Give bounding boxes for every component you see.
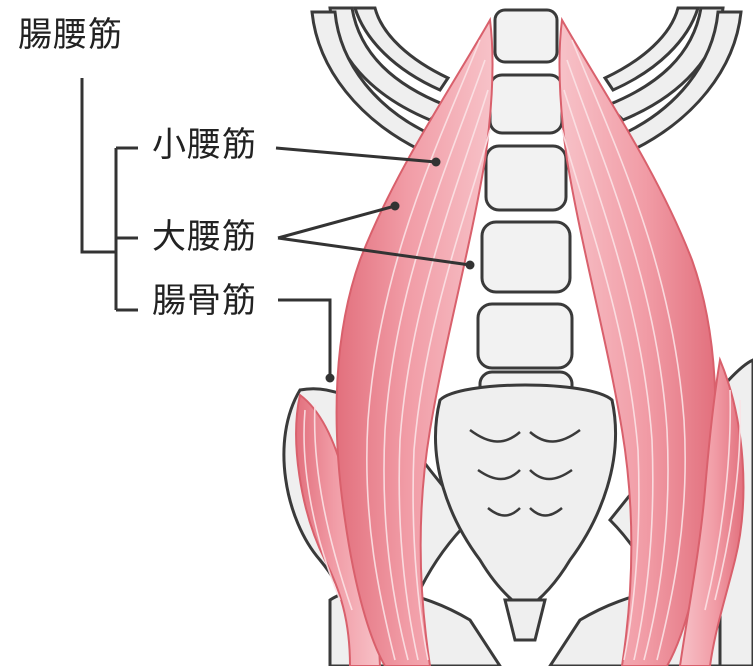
vertebra-l1 (490, 75, 562, 133)
psoas-major-left (337, 20, 493, 666)
sacrum (436, 385, 616, 610)
coccyx (505, 600, 545, 640)
vertebra-t12 (495, 10, 557, 62)
label-iliacus: 腸骨筋 (152, 284, 257, 318)
sub-bracket (116, 148, 138, 310)
label-psoas-major: 大腰筋 (152, 220, 257, 254)
group-bracket (82, 78, 116, 252)
psoas-major-right (560, 20, 716, 666)
vertebra-l2 (486, 146, 566, 210)
vertebra-l4 (478, 304, 572, 368)
label-psoas-minor: 小腰筋 (152, 128, 257, 162)
vertebra-l3 (482, 222, 570, 292)
label-iliopsoas: 腸腰筋 (18, 18, 123, 52)
leader-iliacus (278, 300, 330, 378)
